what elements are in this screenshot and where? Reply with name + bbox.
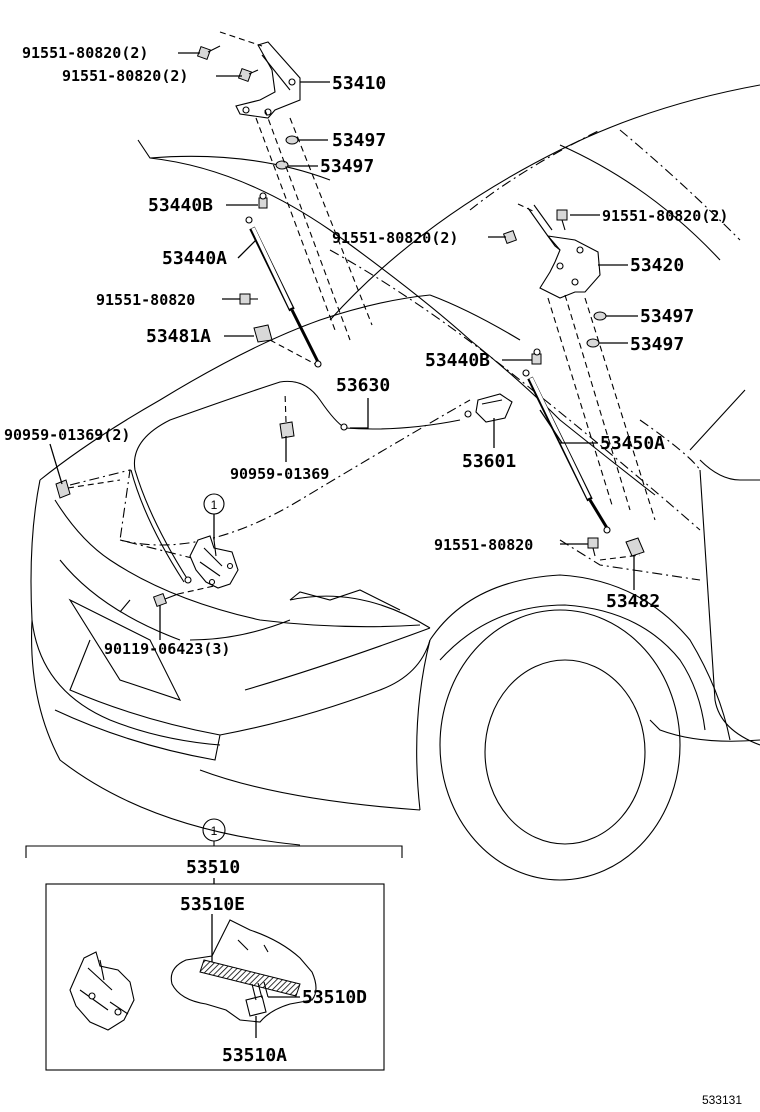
bolt-90119	[152, 585, 215, 608]
label-90119: 90119-06423(3)	[104, 640, 230, 658]
label-53510D: 53510D	[302, 987, 367, 1008]
label-53510E: 53510E	[180, 894, 245, 915]
hood-lock-assembly	[189, 535, 239, 589]
bolt-91551-middle-left	[239, 293, 258, 305]
washer-53497-a	[285, 135, 299, 145]
washer-53497-b	[275, 160, 289, 170]
clamp-90959-middle	[279, 391, 295, 439]
label-53420: 53420	[630, 255, 684, 276]
label-53630: 53630	[336, 375, 390, 396]
part-labels: 91551-80820(2) 91551-80820(2) 53410 5349…	[4, 44, 728, 658]
spring-53510E	[199, 959, 301, 997]
detail-box	[45, 883, 385, 1071]
label-53497-d: 53497	[630, 334, 684, 355]
hood-release-cable-53630	[130, 380, 472, 584]
detail-hood-lock	[69, 951, 135, 1031]
clamp-90959-left	[55, 479, 121, 499]
label-53497-b: 53497	[320, 156, 374, 177]
detail-spring-assembly	[170, 919, 317, 1023]
detail-callout-1: 1 53510 53510E 53510D 53510A	[25, 818, 403, 1071]
hood-support-53440A	[245, 216, 322, 368]
label-91551-upper-b: 91551-80820(2)	[62, 67, 188, 85]
ball-stud-53440B-left	[258, 192, 268, 209]
bolt-91551-lower-right	[587, 537, 599, 557]
label-53481A: 53481A	[146, 326, 211, 347]
bolt-91551-right-a	[556, 209, 568, 231]
label-91551-middle-left: 91551-80820	[96, 291, 195, 309]
bolt-91551-upper-a	[196, 45, 221, 61]
bracket-53481A	[253, 324, 316, 365]
label-53510: 53510	[186, 857, 240, 878]
detail-callout-1-text: 1	[211, 824, 218, 838]
label-53482: 53482	[606, 591, 660, 612]
label-90959-left: 90959-01369(2)	[4, 426, 130, 444]
callout-1-on-diagram: 1	[203, 493, 225, 540]
bolt-91551-upper-b	[237, 67, 259, 83]
label-53497-c: 53497	[640, 306, 694, 327]
label-53450A: 53450A	[600, 433, 665, 454]
label-91551-upper-a: 91551-80820(2)	[22, 44, 148, 62]
label-53440B-left: 53440B	[148, 195, 213, 216]
label-91551-right: 91551-80820(2)	[602, 207, 728, 225]
illustration-id: 533131	[702, 1093, 742, 1107]
hood-support-53450A	[522, 369, 611, 534]
callout-1-text: 1	[211, 498, 218, 512]
ball-stud-53440B-right	[531, 348, 542, 365]
label-53410: 53410	[332, 73, 386, 94]
release-handle-53601	[475, 393, 513, 423]
hood-hinge-53410	[235, 41, 301, 119]
bolt-91551-right-b	[502, 229, 518, 245]
label-53601: 53601	[462, 451, 516, 472]
vehicle-body-outline	[30, 84, 760, 881]
label-90959-middle: 90959-01369	[230, 465, 329, 483]
bracket-53482	[625, 537, 645, 557]
washer-53497-d	[586, 338, 600, 348]
label-53440B-right: 53440B	[425, 350, 490, 371]
hood-hinge-53420	[527, 204, 601, 299]
washer-53497-c	[593, 311, 607, 321]
label-53440A: 53440A	[162, 248, 227, 269]
label-91551-center: 91551-80820(2)	[332, 229, 458, 247]
leader-lines	[49, 52, 638, 640]
label-53510A: 53510A	[222, 1045, 287, 1066]
label-91551-lower-right: 91551-80820	[434, 536, 533, 554]
label-53497-a: 53497	[332, 130, 386, 151]
